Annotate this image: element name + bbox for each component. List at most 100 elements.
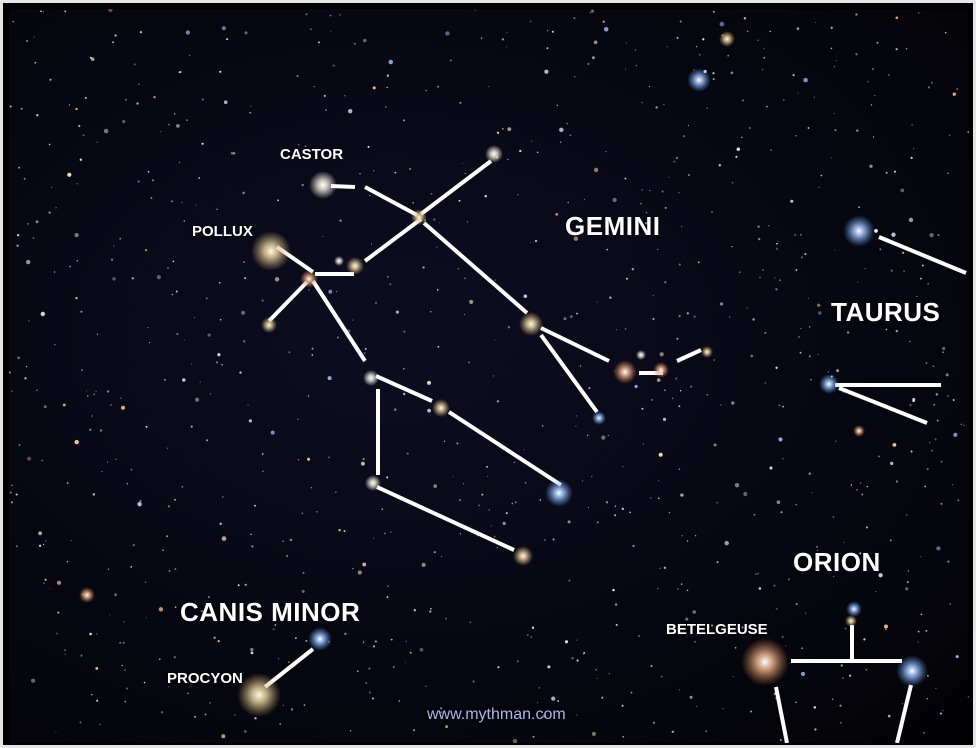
background-star (244, 277, 247, 280)
star-pollux (251, 231, 291, 271)
background-star (201, 98, 204, 101)
background-star (697, 261, 700, 264)
background-star (750, 710, 753, 713)
background-star (66, 482, 69, 484)
background-star (926, 467, 929, 471)
background-star (119, 641, 121, 644)
background-star (816, 545, 819, 548)
background-star (524, 482, 527, 484)
background-star (788, 578, 790, 581)
background-star (846, 331, 850, 334)
star (845, 615, 857, 627)
background-star (773, 584, 776, 587)
background-star (655, 106, 658, 109)
background-star (429, 610, 432, 613)
background-star (781, 636, 784, 638)
label-orion: ORION (793, 547, 881, 577)
background-star (449, 59, 452, 62)
background-star (295, 615, 298, 618)
background-star (931, 81, 933, 84)
star (846, 601, 862, 617)
background-star (571, 657, 574, 660)
background-star (614, 514, 617, 517)
background-star (711, 211, 713, 213)
background-star (858, 206, 860, 208)
background-star (99, 429, 103, 432)
orion-line (895, 684, 913, 743)
background-star (329, 615, 331, 617)
background-star (625, 42, 627, 44)
background-star (187, 692, 189, 695)
background-star (304, 145, 307, 148)
background-star (277, 658, 280, 660)
background-star (911, 124, 913, 126)
background-star (542, 714, 547, 718)
background-star (879, 248, 882, 251)
background-star (960, 423, 962, 425)
background-star (145, 249, 148, 252)
background-star (23, 177, 26, 180)
background-star (530, 241, 532, 243)
background-star (27, 223, 29, 225)
background-star (624, 177, 627, 180)
background-star (368, 667, 371, 670)
background-star (526, 634, 529, 636)
background-star (678, 191, 680, 194)
background-star (779, 739, 782, 741)
background-star (644, 222, 648, 225)
background-star (386, 596, 389, 599)
background-star (865, 668, 868, 671)
background-star (80, 654, 83, 657)
background-star (386, 86, 388, 89)
star-map-canvas (9, 9, 969, 743)
background-star (758, 237, 761, 241)
background-star (242, 340, 246, 343)
background-star (649, 190, 651, 192)
background-star (49, 588, 51, 590)
background-star (166, 267, 170, 270)
background-star (774, 277, 776, 279)
background-star (875, 591, 877, 593)
background-star (348, 109, 353, 114)
background-star (409, 651, 412, 654)
background-star (734, 483, 740, 488)
background-star (16, 244, 19, 247)
background-star (158, 607, 164, 612)
background-star (404, 662, 406, 664)
background-star (385, 106, 387, 108)
background-star (668, 176, 670, 178)
background-star (575, 425, 577, 427)
background-star (145, 617, 147, 619)
background-star (49, 78, 52, 81)
background-star (507, 326, 511, 329)
background-star (249, 111, 252, 114)
background-star (641, 101, 643, 104)
background-star (686, 312, 689, 315)
background-star (64, 10, 67, 13)
background-star (359, 173, 361, 175)
background-star (445, 725, 449, 729)
background-star (712, 72, 715, 75)
background-star (544, 69, 549, 74)
background-star (434, 716, 436, 718)
background-star (944, 31, 947, 34)
background-star (596, 677, 598, 679)
background-star (573, 231, 576, 234)
background-star (443, 440, 446, 443)
background-star (741, 626, 744, 629)
background-star (290, 708, 294, 711)
background-star (748, 127, 751, 129)
background-star (568, 579, 571, 582)
background-star (468, 361, 470, 364)
background-star (388, 59, 394, 65)
background-star (891, 232, 896, 237)
background-star (488, 509, 490, 511)
background-star (96, 141, 98, 143)
background-star (56, 632, 59, 635)
background-star (217, 639, 220, 643)
label-gemini: GEMINI (565, 211, 661, 241)
background-star (494, 279, 497, 281)
background-star (297, 143, 300, 146)
background-star (795, 504, 797, 506)
background-star (178, 71, 181, 74)
